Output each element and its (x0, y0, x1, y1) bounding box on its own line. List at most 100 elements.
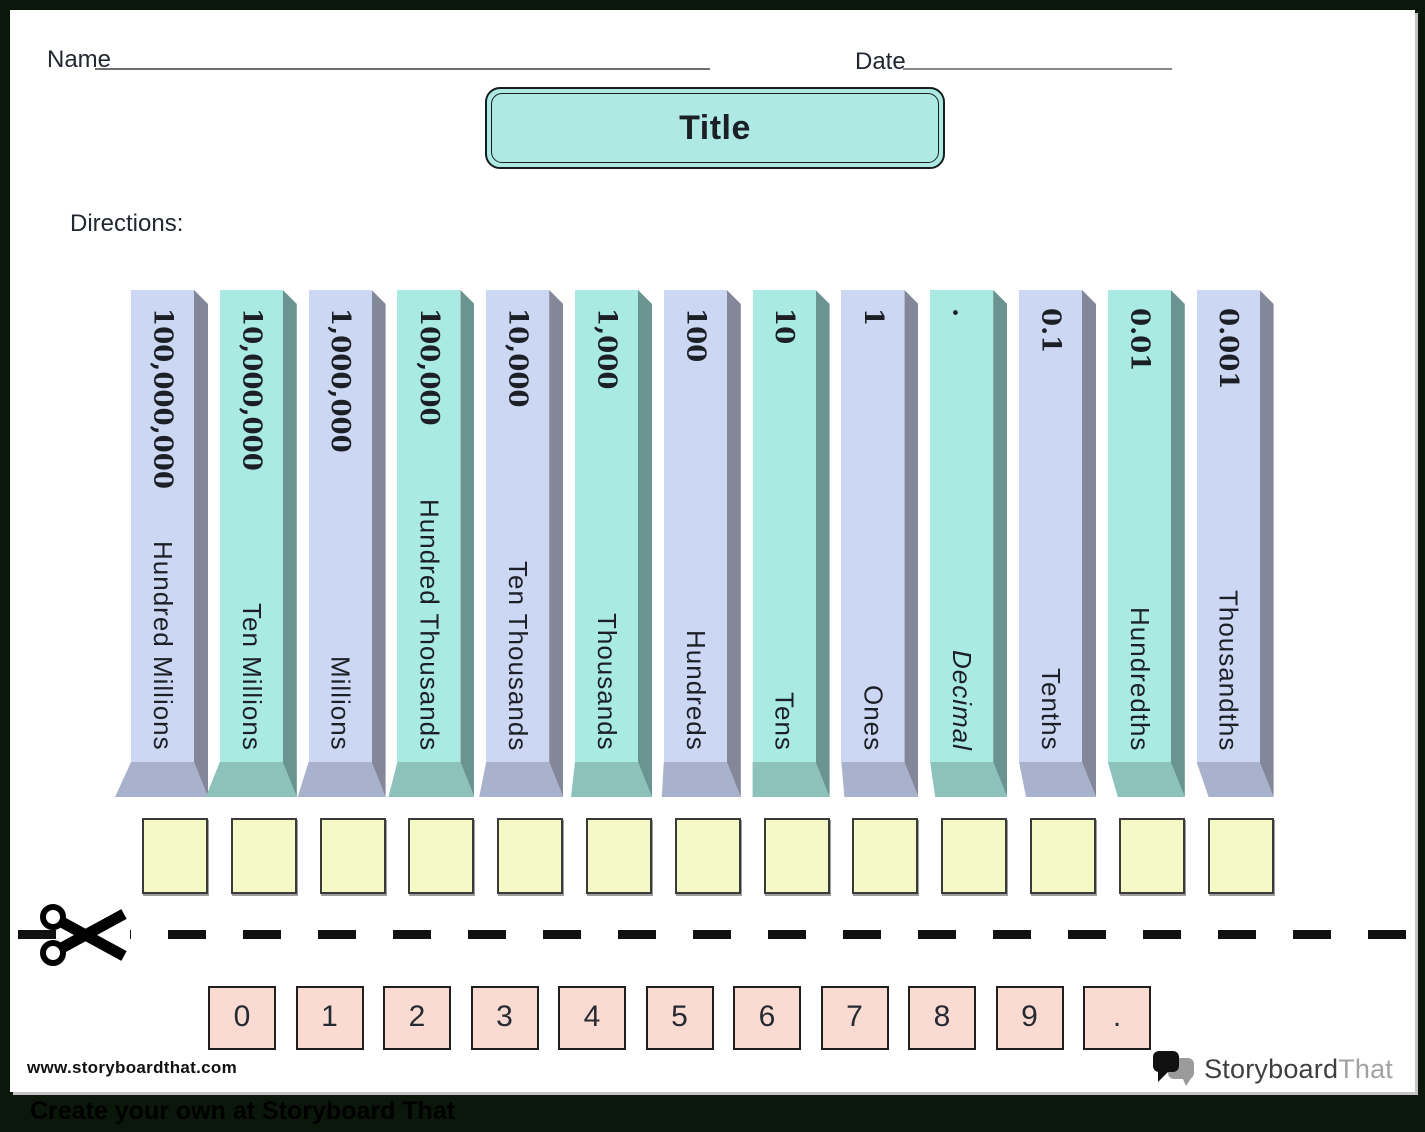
scissors-icon (40, 904, 130, 966)
bar-bottom-face (115, 762, 208, 797)
bar-value: . (946, 308, 977, 318)
answer-box[interactable] (586, 818, 652, 894)
bar-bottom-face (661, 762, 741, 797)
footer-tagline: Create your own at Storyboard That (30, 1097, 456, 1125)
place-value-bar: 10 Tens (752, 290, 830, 797)
bar-side-face (993, 290, 1007, 797)
digit-card[interactable]: 7 (820, 986, 889, 1050)
bar-bottom-face (479, 762, 564, 797)
bar-label: Hundreds (680, 630, 711, 751)
bar-label: Millions (325, 656, 356, 751)
bar-bottom-face (841, 762, 919, 797)
bar-front-face (486, 290, 550, 762)
digit-card[interactable]: 2 (383, 986, 451, 1050)
bar-label: Ten Thousands (503, 560, 534, 751)
answer-box[interactable] (319, 818, 386, 894)
answer-box[interactable] (230, 818, 297, 894)
place-value-bar: 1,000 Thousands (571, 290, 652, 797)
bar-value: 0.1 (1035, 308, 1066, 354)
answer-box[interactable] (408, 818, 475, 894)
bar-label: Tens (769, 692, 800, 751)
bar-bottom-face (297, 762, 386, 797)
page-title: Title (679, 108, 751, 147)
bar-value: 10,000,000 (236, 308, 267, 471)
bar-front-face (663, 290, 727, 762)
place-value-bar: . Decimal (930, 290, 1008, 797)
place-value-bar: 10,000,000 Ten Millions (205, 290, 297, 797)
place-value-bar: 100,000,000 Hundred Millions (115, 290, 208, 797)
bar-side-face (549, 290, 563, 797)
place-value-bar: 0.001 Thousandths (1196, 290, 1274, 797)
bar-label: Thousandths (1213, 589, 1244, 751)
digit-card[interactable]: 8 (908, 986, 976, 1050)
title-banner[interactable]: Title (485, 87, 945, 169)
bar-label: Thousands (592, 613, 622, 751)
logo-text: StoryboardThat (1204, 1054, 1393, 1085)
bar-value: 100,000,000 (147, 308, 178, 489)
place-value-bar: 10,000 Ten Thousands (479, 290, 564, 797)
answer-box[interactable] (1207, 818, 1274, 894)
bar-value: 1,000,000 (325, 308, 356, 453)
bar-bottom-face (1107, 762, 1185, 797)
digit-card[interactable]: 9 (995, 986, 1064, 1050)
place-value-bar: 0.1 Tenths (1019, 290, 1096, 797)
bar-value: 0.001 (1213, 308, 1244, 390)
bar-front-face (575, 290, 638, 762)
bar-value: 100 (680, 308, 711, 363)
place-value-bar: 1,000,000 Millions (297, 290, 386, 797)
bar-label: Tenths (1036, 668, 1066, 751)
answer-box[interactable] (497, 818, 564, 894)
place-value-bar: 100,000 Hundred Thousands (388, 290, 475, 797)
bar-bottom-face (571, 762, 652, 797)
bar-front-face (219, 290, 283, 762)
answer-box[interactable] (674, 818, 741, 894)
bar-value: 1,000 (591, 308, 622, 390)
answer-box[interactable] (1118, 818, 1185, 894)
bar-bottom-face (388, 762, 475, 797)
bar-value: 10 (769, 308, 800, 345)
digit-card[interactable]: . (1083, 986, 1151, 1050)
name-input-line[interactable] (95, 68, 710, 70)
place-value-bar: 1 Ones (841, 290, 919, 797)
place-value-bar: 100 Hundreds (661, 290, 741, 797)
answer-box[interactable] (763, 818, 830, 894)
bar-side-face (460, 290, 474, 797)
bar-side-face (816, 290, 830, 797)
bar-side-face (1260, 290, 1274, 797)
digit-card[interactable]: 6 (733, 986, 801, 1050)
bar-front-face (131, 290, 194, 762)
bar-side-face (372, 290, 386, 797)
answer-box[interactable] (852, 818, 919, 894)
bar-front-face (1019, 290, 1082, 762)
place-value-bar: 0.01 Hundredths (1107, 290, 1185, 797)
bar-value: 1 (857, 308, 888, 327)
digit-card[interactable]: 4 (558, 986, 626, 1050)
date-input-line[interactable] (903, 68, 1172, 70)
digit-card[interactable]: 5 (645, 986, 714, 1050)
bar-label: Hundred Millions (148, 541, 178, 751)
bar-value: 10,000 (502, 308, 533, 408)
bar-bottom-face (1019, 762, 1096, 797)
bar-side-face (727, 290, 741, 797)
answer-box[interactable] (1030, 818, 1096, 894)
logo-text-that: That (1338, 1053, 1393, 1084)
speech-bubbles-icon (1153, 1051, 1195, 1086)
cut-dashed-line (18, 930, 1407, 939)
digit-card[interactable]: 3 (470, 986, 539, 1050)
bar-front-face (1196, 290, 1260, 762)
storyboardthat-logo: StoryboardThat (1152, 1050, 1393, 1088)
digit-card[interactable]: 1 (295, 986, 364, 1050)
bar-front-face (308, 290, 372, 762)
website-url: www.storyboardthat.com (27, 1058, 237, 1077)
bar-front-face (841, 290, 905, 762)
answer-box[interactable] (941, 818, 1008, 894)
digit-card[interactable]: 0 (208, 986, 276, 1050)
bar-front-face (752, 290, 816, 762)
bar-label: Hundred Thousands (414, 498, 445, 751)
bar-label: Hundredths (1124, 606, 1155, 751)
answer-box[interactable] (142, 818, 208, 894)
bar-label: Ten Millions (236, 603, 267, 751)
bar-side-face (638, 290, 652, 797)
directions-label: Directions: (70, 210, 184, 237)
bar-value: 100,000 (413, 308, 444, 426)
